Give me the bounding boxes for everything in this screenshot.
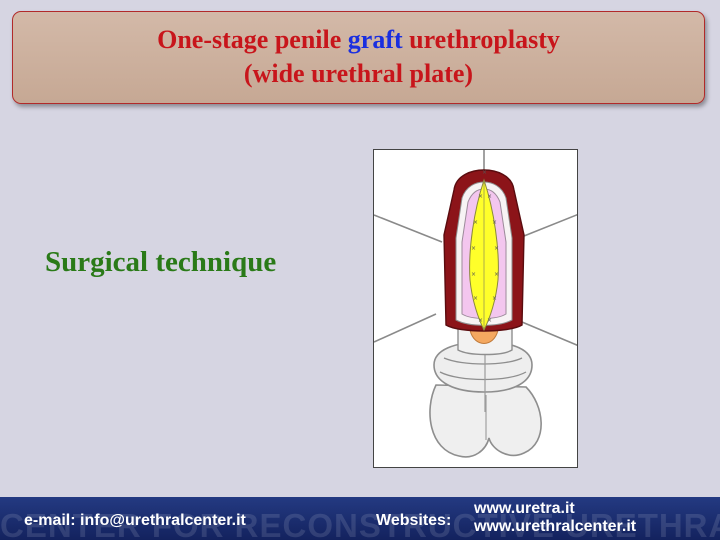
footer-websites-label: Websites:	[376, 512, 452, 529]
svg-text:×: ×	[471, 245, 476, 252]
title-line-1: One-stage penile graft urethroplasty	[13, 23, 704, 57]
svg-text:×: ×	[494, 271, 499, 278]
graft-stitches: × × × × × × × × × × × × ×	[471, 169, 499, 324]
svg-text:×: ×	[478, 317, 483, 324]
svg-text:×: ×	[473, 295, 478, 302]
title-part-2: urethroplasty	[402, 25, 560, 54]
surgical-illustration: × × × × × × × × × × × × ×	[373, 149, 578, 468]
svg-text:×: ×	[471, 271, 476, 278]
title-line-2: (wide urethral plate)	[243, 59, 474, 88]
title-part-1: One-stage penile	[157, 25, 348, 54]
svg-text:×: ×	[487, 317, 492, 324]
footer-email-link[interactable]: e-mail: info@urethralcenter.it	[24, 512, 246, 529]
svg-text:×: ×	[482, 169, 487, 176]
title-accent-word: graft	[347, 25, 403, 54]
svg-text:×: ×	[494, 245, 499, 252]
footer-watermark: CENTER FOR RECONSTRUCTIVE URETHRAL SURGE…	[0, 507, 720, 540]
svg-text:×: ×	[492, 219, 497, 226]
subtitle: Surgical technique	[45, 246, 277, 278]
svg-text:×: ×	[492, 295, 497, 302]
svg-text:×: ×	[487, 193, 492, 200]
footer-website-link-1[interactable]: www.uretra.it	[474, 500, 575, 517]
illustration-svg: × × × × × × × × × × × × ×	[374, 150, 577, 458]
footer-bar: CENTER FOR RECONSTRUCTIVE URETHRAL SURGE…	[0, 497, 720, 540]
title-box: One-stage penile graft urethroplasty (wi…	[12, 11, 705, 104]
svg-text:×: ×	[478, 193, 483, 200]
footer-website-link-2[interactable]: www.urethralcenter.it	[474, 518, 637, 535]
svg-text:×: ×	[473, 219, 478, 226]
traction-sutures	[374, 150, 577, 347]
